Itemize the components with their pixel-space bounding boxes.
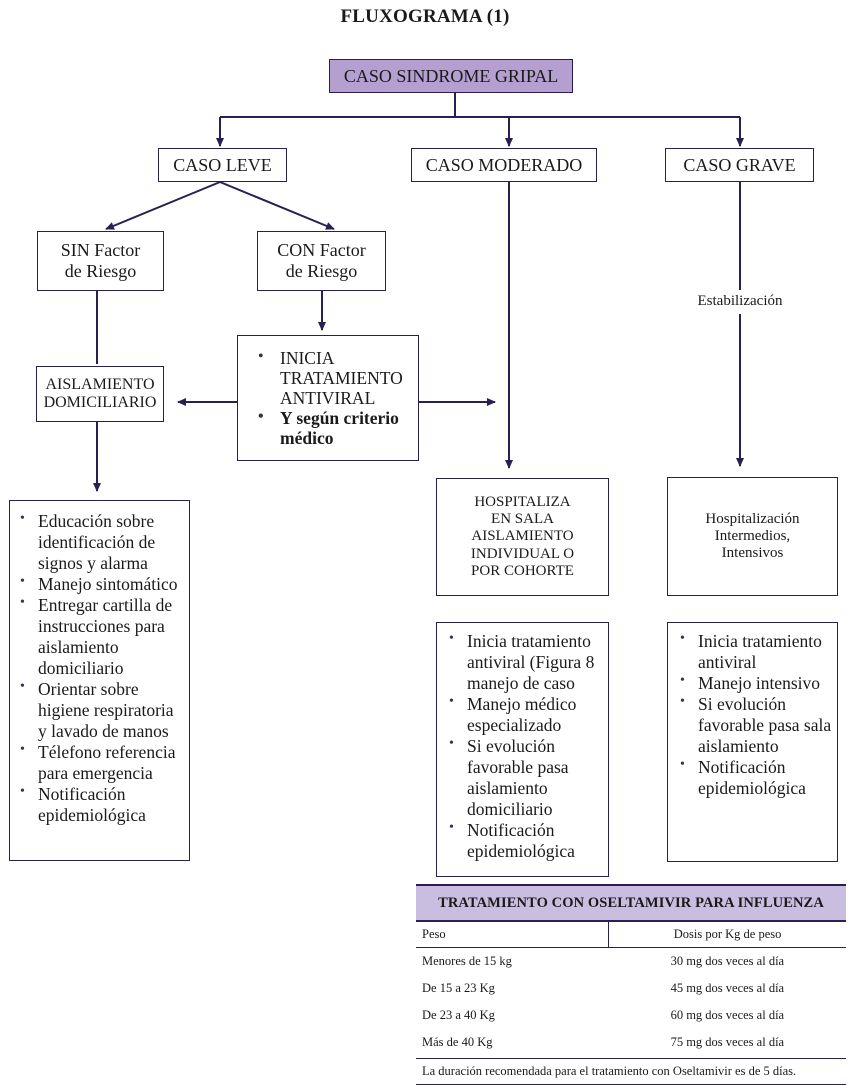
box-hospitaliza-sala-aislamiento: HOSPITALIZA EN SALA AISLAMIENTO INDIVIDU… [436, 478, 609, 596]
dose-cell-dosis: 75 mg dos veces al día [670, 1035, 785, 1049]
antiviral-criterio-item: Y según criterio médico [258, 408, 403, 448]
list-item: Manejo intensivo [676, 673, 833, 694]
list-item: Notificación epidemiológica [445, 820, 604, 862]
con-factor-line-2: de Riesgo [285, 261, 358, 281]
oseltamivir-dose-table: TRATAMIENTO CON OSELTAMIVIR PARA INFLUEN… [416, 884, 846, 1085]
dose-cell-dosis: 60 mg dos veces al día [670, 1008, 785, 1022]
table-row: De 23 a 40 Kg 60 mg dos veces al día [416, 1002, 846, 1029]
box-grave-acciones: Inicia tratamiento antiviral Manejo inte… [667, 622, 838, 862]
box-sin-factor-riesgo: SIN Factor de Riesgo [37, 231, 164, 291]
estabilizacion-label: Estabilización [684, 293, 796, 310]
dose-cell-peso: De 15 a 23 Kg [422, 981, 495, 995]
list-item: Manejo médico especializado [445, 694, 604, 736]
root-label: CASO SINDROME GRIPAL [343, 65, 559, 86]
aislamiento-line-1: AISLAMIENTO [45, 375, 155, 393]
caso-moderado-label: CASO MODERADO [425, 154, 583, 175]
sin-factor-line-1: SIN Factor [60, 240, 141, 261]
caso-leve-label: CASO LEVE [173, 154, 272, 175]
box-caso-leve: CASO LEVE [158, 148, 287, 182]
list-item: Télefono referencia para emergencia [16, 742, 185, 784]
list-item: Si evolución favorable pasa sala aislami… [676, 694, 833, 757]
list-item: Si evolución favorable pasa aislamiento … [445, 736, 604, 820]
dose-cell-peso: De 23 a 40 Kg [422, 1008, 495, 1022]
list-item: Entregar cartilla de instrucciones para … [16, 595, 185, 679]
con-factor-line-1: CON Factor [277, 240, 366, 261]
dose-cell-peso: Menores de 15 kg [422, 954, 512, 968]
dose-table-footer: La duración recomendada para el tratamie… [416, 1058, 846, 1085]
caso-grave-label: CASO GRAVE [683, 154, 796, 175]
box-moderado-acciones: Inicia tratamiento antiviral (Figura 8 m… [436, 622, 609, 877]
dose-col-dosis: Dosis por Kg de peso [608, 922, 846, 948]
table-row: Menores de 15 kg 30 mg dos veces al día [416, 948, 846, 976]
dose-col-peso: Peso [416, 922, 609, 948]
page-title: FLUXOGRAMA (1) [340, 6, 510, 27]
list-item: Manejo sintomático [16, 574, 185, 595]
box-caso-grave: CASO GRAVE [665, 148, 814, 182]
list-item: Inicia tratamiento antiviral [676, 631, 833, 673]
list-item: Orientar sobre higiene respiratoria y la… [16, 679, 185, 742]
box-aislamiento-domiciliario: AISLAMIENTO DOMICILIARIO [36, 366, 164, 422]
list-item: Educación sobre identificación de signos… [16, 511, 185, 574]
dose-cell-peso: Más de 40 Kg [422, 1035, 493, 1049]
box-hospitalizacion-intermedios: Hospitalización Intermedios, Intensivos [667, 477, 838, 596]
box-inicia-tratamiento-antiviral: INICIA TRATAMIENTO ANTIVIRAL Y según cri… [237, 335, 419, 461]
list-item: Inicia tratamiento antiviral (Figura 8 m… [445, 631, 604, 694]
box-con-factor-riesgo: CON Factor de Riesgo [257, 231, 386, 291]
list-item: Notificación epidemiológica [676, 757, 833, 799]
box-leve-acciones: Educación sobre identificación de signos… [9, 500, 190, 861]
arrow-to-sin-factor [105, 181, 221, 230]
dose-table-title: TRATAMIENTO CON OSELTAMIVIR PARA INFLUEN… [416, 884, 846, 922]
list-item: Notificación epidemiológica [16, 784, 185, 826]
antiviral-item: INICIA TRATAMIENTO ANTIVIRAL [258, 348, 403, 408]
box-caso-moderado: CASO MODERADO [411, 148, 597, 182]
arrow-to-con-factor [219, 181, 335, 230]
table-row: Más de 40 Kg 75 mg dos veces al día [416, 1029, 846, 1056]
table-row: De 15 a 23 Kg 45 mg dos veces al día [416, 975, 846, 1002]
dose-cell-dosis: 45 mg dos veces al día [670, 981, 785, 995]
sin-factor-line-2: de Riesgo [64, 261, 137, 281]
dose-cell-dosis: 30 mg dos veces al día [670, 954, 785, 968]
box-caso-sindrome-gripal: CASO SINDROME GRIPAL [329, 59, 573, 93]
aislamiento-line-2: DOMICILIARIO [43, 394, 157, 411]
